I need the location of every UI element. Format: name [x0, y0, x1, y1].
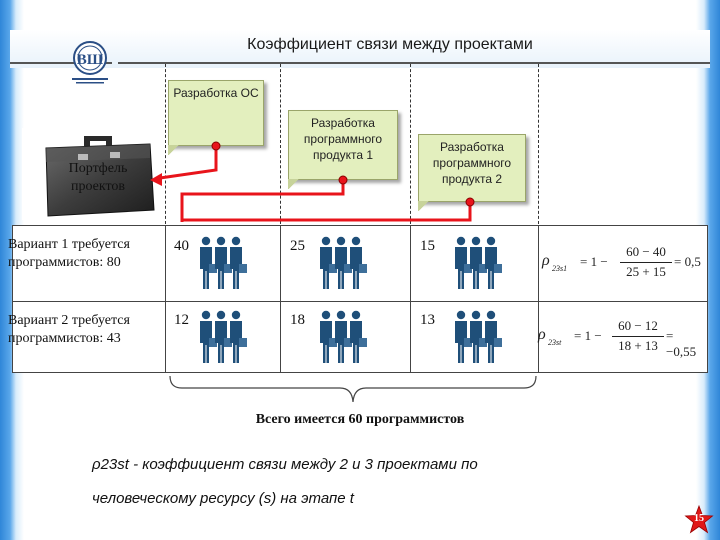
table-col-divider: [165, 225, 166, 373]
programmer-group-icon: [200, 236, 247, 289]
svg-text:ВШ: ВШ: [77, 52, 104, 68]
table-col-divider: [410, 225, 411, 373]
formula-variant-1: ρ 23s1 = 1 − 60 − 40 25 + 15 = 0,5: [540, 242, 706, 284]
project-note-product-1: Разработка программного продукта 1: [288, 110, 398, 189]
variant-1-product1-count: 25: [290, 238, 305, 254]
column-divider: [538, 64, 539, 224]
footnote-line-1: ρ23st - коэффициент связи между 2 и 3 пр…: [92, 456, 478, 473]
table-col-divider: [538, 225, 539, 373]
formula-lhs: = 1 −: [574, 328, 602, 343]
programmer-group-icon: [320, 310, 367, 363]
formula-denominator: 25 + 15: [626, 264, 666, 279]
variant-2-product1-count: 18: [290, 312, 305, 328]
variant-2-os-count: 12: [174, 312, 189, 328]
variant-1-label: Вариант 1 требуется программистов: 80: [8, 237, 130, 270]
total-brace: [169, 375, 537, 403]
project-note-os: Разработка ОС: [168, 80, 264, 155]
page-number: 15: [694, 513, 704, 524]
title-rule-left: [10, 62, 112, 64]
variant-1-product2-count: 15: [420, 238, 435, 254]
footnote-line-2: человеческому ресурсу (s) на этапе t: [92, 490, 354, 507]
column-divider: [280, 64, 281, 224]
formula-numerator: 60 − 40: [626, 244, 666, 259]
formula-result: = 0,5: [674, 254, 701, 269]
allocation-table: [12, 225, 708, 373]
formula-denominator: 18 + 13: [618, 338, 658, 353]
university-logo-icon: ВШ: [72, 41, 108, 84]
formula-lhs: = 1 −: [580, 254, 608, 269]
programmer-group-icon: [320, 236, 367, 289]
programmer-group-icon: [455, 310, 502, 363]
formula-rho: ρ: [542, 252, 550, 269]
project-note-product-2: Разработка программного продукта 2: [418, 134, 526, 211]
footnote-symbol: ρ23st: [92, 456, 129, 473]
briefcase-icon: [45, 136, 155, 217]
variant-2-product2-count: 13: [420, 312, 435, 328]
table-col-divider: [280, 225, 281, 373]
formula-variant-2: ρ 23st = 1 − 60 − 12 18 + 13 = −0,55: [538, 316, 706, 359]
programmer-group-icon: [455, 236, 502, 289]
total-programmers: Всего имеется 60 программистов: [255, 412, 465, 427]
variant-2-label: Вариант 2 требуется программистов: 43: [8, 313, 130, 346]
table-row-divider: [12, 301, 708, 302]
red-star-icon: [684, 505, 714, 534]
footnote-text-1: - коэффициент связи между 2 и 3 проектам…: [133, 456, 478, 473]
formula-rho: ρ: [538, 326, 546, 343]
portfolio-label: Портфель проектов: [68, 161, 128, 194]
formula-result: = −0,55: [666, 328, 697, 359]
formula-subscript: 23st: [548, 338, 562, 347]
title-bar: [10, 30, 710, 68]
column-divider: [165, 64, 166, 224]
formula-numerator: 60 − 12: [618, 318, 658, 333]
programmer-group-icon: [200, 310, 247, 363]
column-divider: [410, 64, 411, 224]
fraction-bar: [620, 262, 672, 263]
formula-subscript: 23s1: [552, 264, 568, 273]
variant-1-os-count: 40: [174, 238, 189, 254]
title-rule-right: [118, 62, 710, 64]
page-title: Коэффициент связи между проектами: [247, 36, 533, 53]
fraction-bar: [612, 336, 664, 337]
